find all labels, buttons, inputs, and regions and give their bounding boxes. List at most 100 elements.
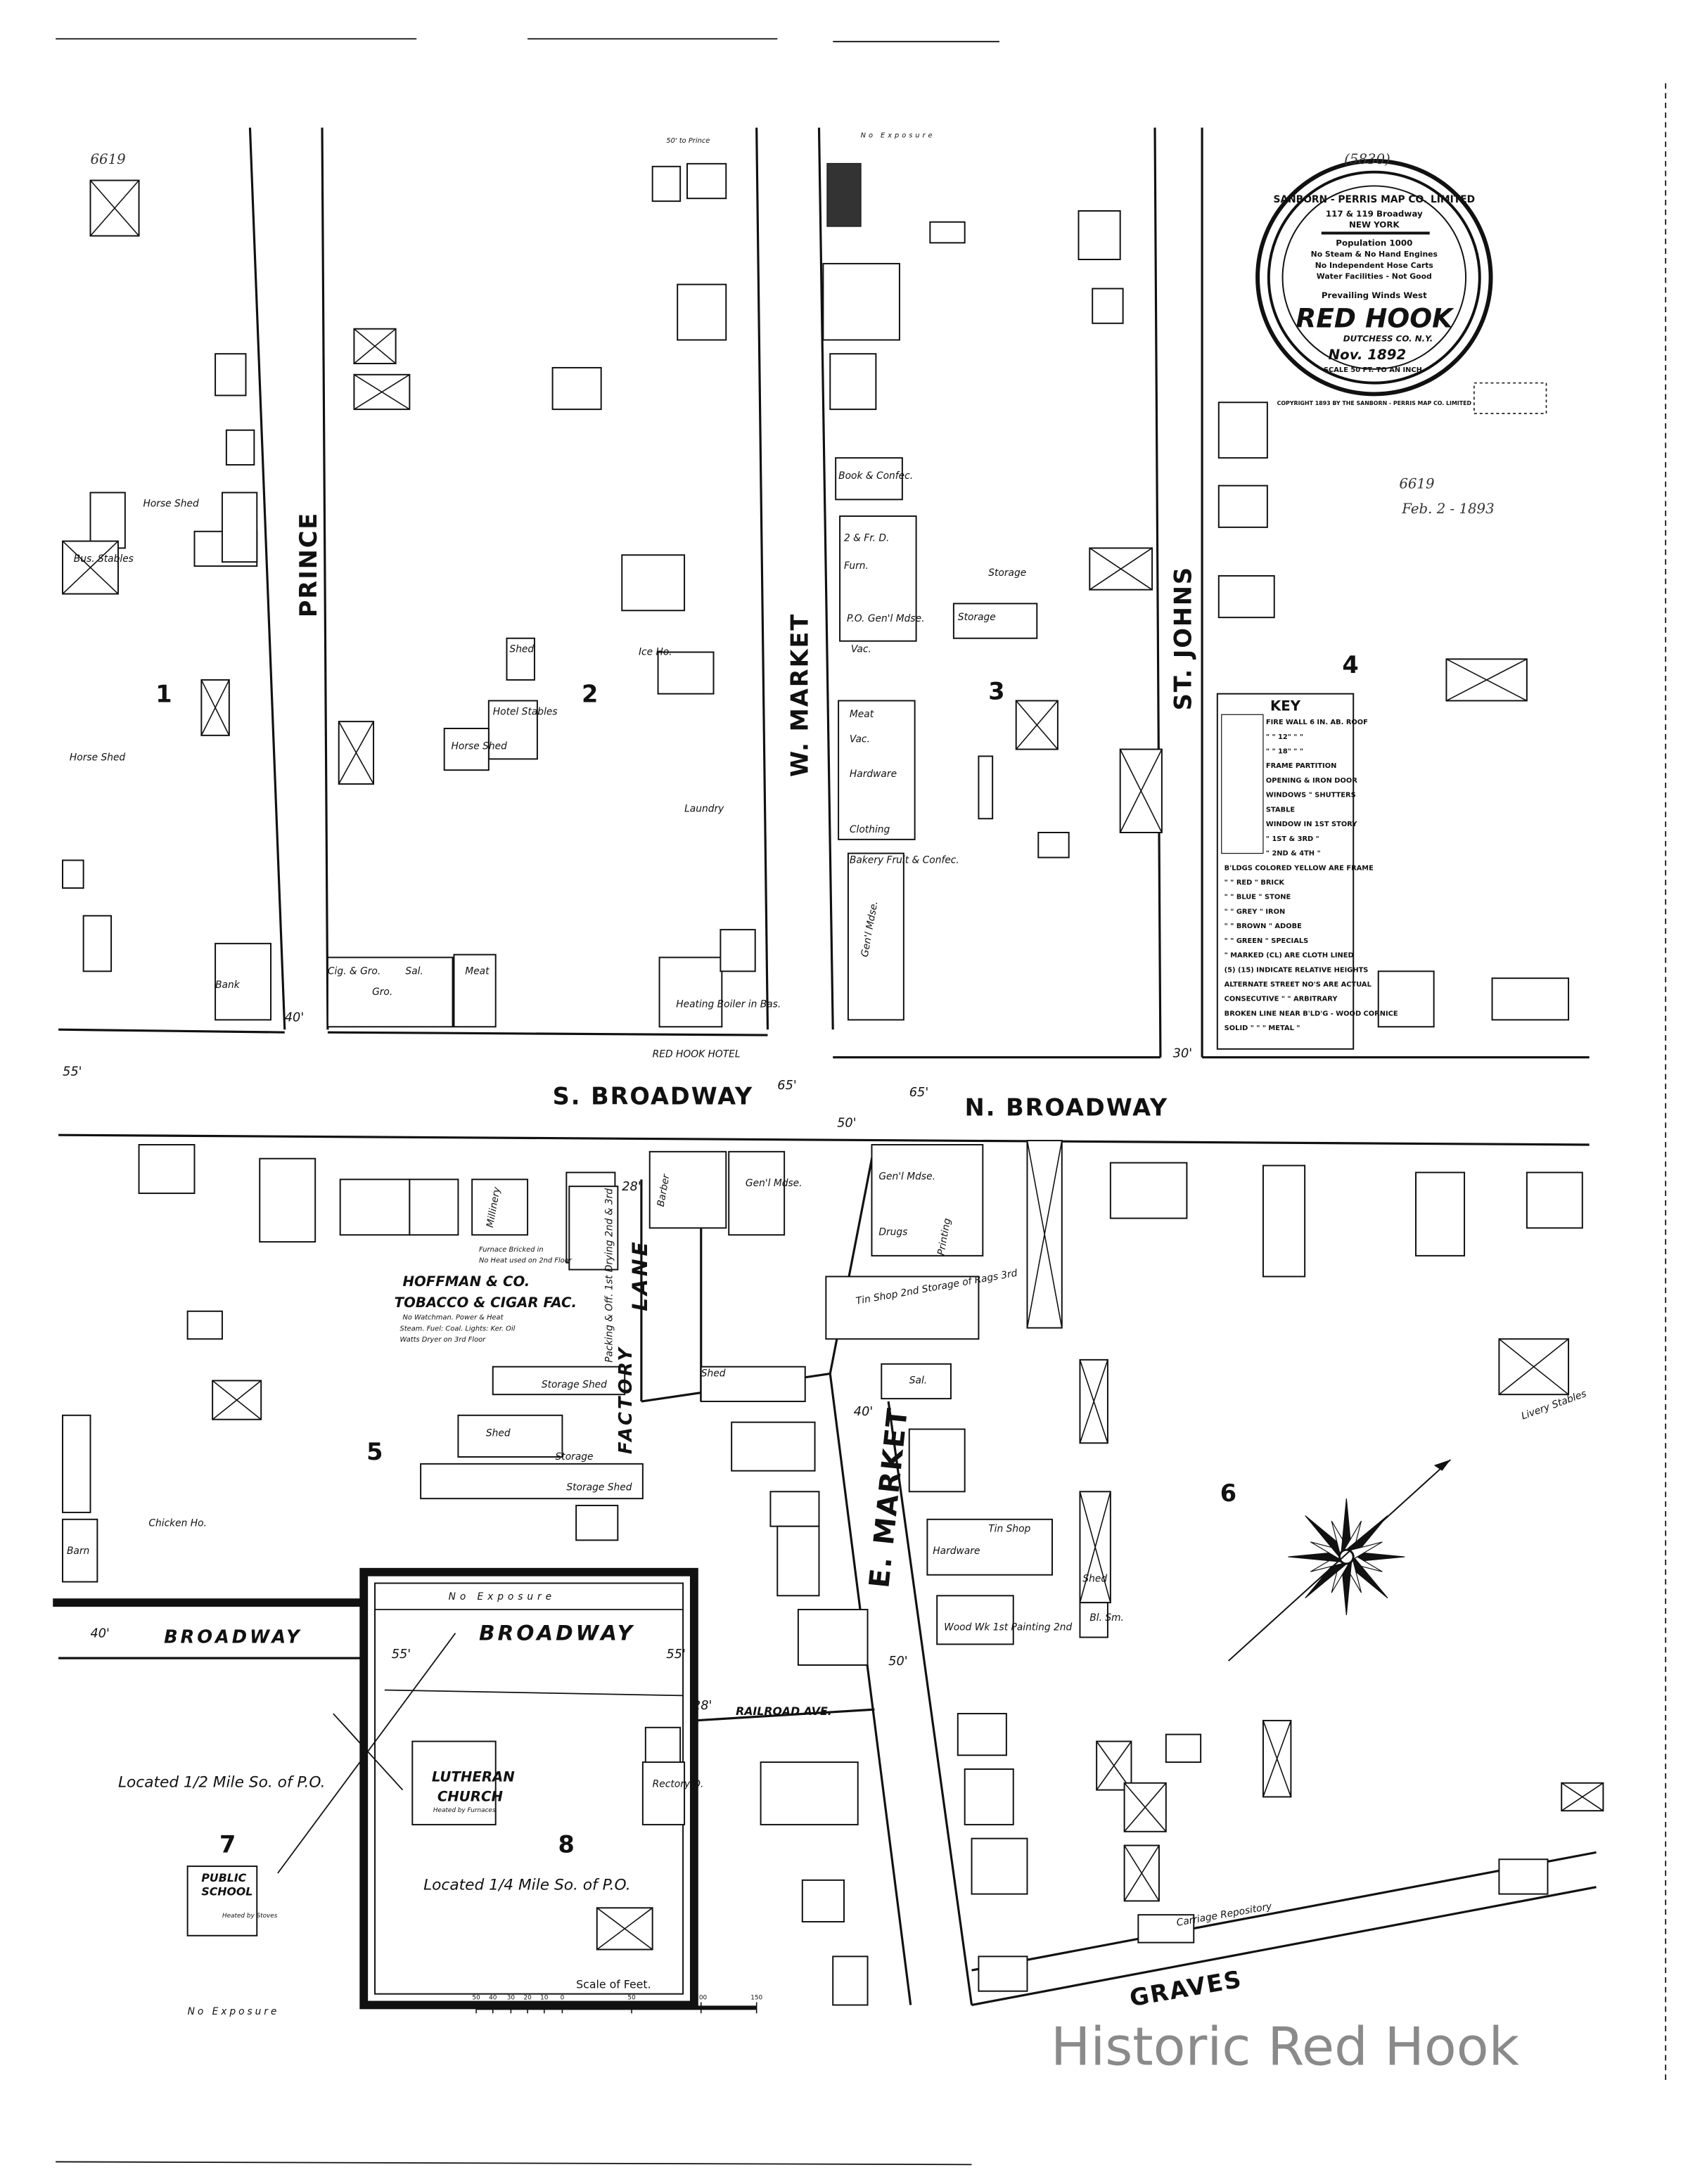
- title-stamp: (5830) SANBORN - PERRIS MAP CO. LIMITED …: [1255, 151, 1547, 517]
- building: [443, 728, 490, 771]
- no-exposure-label: No Exposure: [449, 1591, 556, 1602]
- hatched-building: [827, 163, 861, 226]
- located-quarter-mile: Located 1/4 Mile So. of P.O.: [423, 1877, 631, 1894]
- building: [411, 1740, 497, 1825]
- building: [138, 1143, 196, 1195]
- building-label: Bl. Sm.: [1089, 1612, 1124, 1624]
- building: [487, 700, 538, 760]
- key-entry: " MARKED (CL) ARE CLOTH LINED: [1225, 952, 1354, 960]
- street-name-st-johns: ST. JOHNS: [1169, 566, 1196, 710]
- building: [971, 1837, 1028, 1895]
- handwritten-sheet-id: 6619: [90, 151, 125, 167]
- building: [326, 956, 454, 1028]
- building: [1165, 1733, 1202, 1764]
- street-width-label: 65': [909, 1086, 928, 1100]
- block-number: 6: [1220, 1479, 1236, 1507]
- factory-note: Watts Dryer on 3rd Floor: [400, 1336, 487, 1344]
- building-label: Hardware: [933, 1546, 980, 1557]
- building: [506, 637, 535, 681]
- key-symbols: [1221, 714, 1264, 854]
- stamp-town: RED HOOK: [1296, 303, 1454, 334]
- building: [221, 492, 258, 563]
- street-name-lane: LANE: [628, 1239, 652, 1311]
- stable-building: [1026, 1140, 1063, 1329]
- handwritten-date: Feb. 2 - 1893: [1401, 501, 1494, 517]
- building: [686, 162, 727, 200]
- block-number: 2: [582, 680, 598, 707]
- buildings: [62, 162, 1604, 2006]
- building: [847, 852, 904, 1021]
- building: [832, 1955, 869, 2006]
- railroad-ave-edge: [693, 1708, 875, 1722]
- key-entry: OPENING & IRON DOOR: [1266, 777, 1357, 785]
- stamp-publisher: SANBORN - PERRIS MAP CO. LIMITED: [1274, 194, 1476, 205]
- building: [658, 956, 723, 1028]
- street-width-label: 55': [63, 1065, 82, 1079]
- building: [769, 1491, 820, 1527]
- block-number: 4: [1342, 651, 1358, 679]
- street-name-broadway-inset: BROADWAY: [479, 1621, 635, 1645]
- building: [801, 1879, 845, 1923]
- stable-building: [1561, 1782, 1604, 1812]
- block-numbers: 1 2 3 4 5 6 7 8: [155, 651, 1359, 1858]
- factory-name: HOFFMAN & CO.: [402, 1273, 530, 1290]
- no-exposure-label: No Exposure: [861, 131, 935, 139]
- building: [1377, 970, 1435, 1028]
- compass-rose-icon: [1227, 1459, 1452, 1662]
- building-label: Shed: [1082, 1574, 1107, 1585]
- building-label: Storage: [988, 567, 1026, 579]
- building: [835, 457, 903, 501]
- street-width-label: 40': [854, 1405, 873, 1419]
- building-label: Storage Shed: [542, 1379, 607, 1390]
- building-label: Hardware: [850, 769, 897, 780]
- located-half-mile: Located 1/2 Mile So. of P.O.: [118, 1774, 326, 1792]
- key-entry: (5) (15) INDICATE RELATIVE HEIGHTS: [1225, 966, 1369, 974]
- stable-building: [1079, 1358, 1108, 1444]
- building-label: Shed: [701, 1368, 726, 1380]
- building: [952, 603, 1038, 639]
- building-label: Hotel Stables: [493, 706, 558, 717]
- factory-note: Steam. Fuel: Coal. Lights: Ker. Oil: [400, 1325, 516, 1332]
- street-width-label: 50': [837, 1116, 856, 1130]
- e-market-east-edge: [887, 1401, 973, 2005]
- key-entry: CONSECUTIVE " " ARBITRARY: [1225, 996, 1338, 1003]
- key-entry: " " BROWN " ADOBE: [1225, 923, 1302, 930]
- key-entry: " " BLUE " STONE: [1225, 894, 1291, 901]
- building: [657, 651, 715, 695]
- stable-building: [338, 721, 375, 785]
- church-label: CHURCH: [437, 1788, 504, 1804]
- street-name-factory: FACTORY: [615, 1345, 637, 1454]
- building: [838, 700, 916, 840]
- street-name-broadway: BROADWAY: [164, 1626, 302, 1647]
- stable-building: [1262, 1719, 1292, 1798]
- building: [551, 366, 602, 411]
- building: [936, 1595, 1014, 1645]
- building: [871, 1143, 984, 1257]
- building: [420, 1463, 644, 1500]
- w-market-east-edge: [817, 127, 834, 1030]
- building-label: Sal.: [405, 965, 423, 977]
- building: [339, 1178, 411, 1236]
- building: [457, 1414, 563, 1458]
- key-entry: SOLID " " " METAL ": [1225, 1024, 1300, 1032]
- building: [568, 1186, 619, 1271]
- street-width-label: 50': [888, 1655, 907, 1669]
- sheet-edges: [56, 38, 1667, 2166]
- handwritten-accession: 6619: [1399, 476, 1434, 492]
- building-label: Vac.: [851, 643, 871, 655]
- no-exposure-label: No Exposure: [188, 2006, 280, 2017]
- building: [89, 492, 126, 549]
- stable-building: [1089, 547, 1153, 591]
- building: [677, 283, 727, 341]
- building: [1092, 288, 1124, 324]
- street-name-prince: PRINCE: [295, 512, 322, 617]
- stable-building: [1498, 1338, 1570, 1396]
- building: [186, 1310, 223, 1340]
- street-widths: 40'55'65'50'30'65'28'40'50'55'55'28'40': [63, 1010, 1192, 1713]
- building: [62, 1414, 91, 1513]
- street-width-label: 40': [285, 1010, 304, 1024]
- street-name-w-market: W. MARKET: [786, 613, 814, 777]
- inset-frame: [359, 1567, 698, 2010]
